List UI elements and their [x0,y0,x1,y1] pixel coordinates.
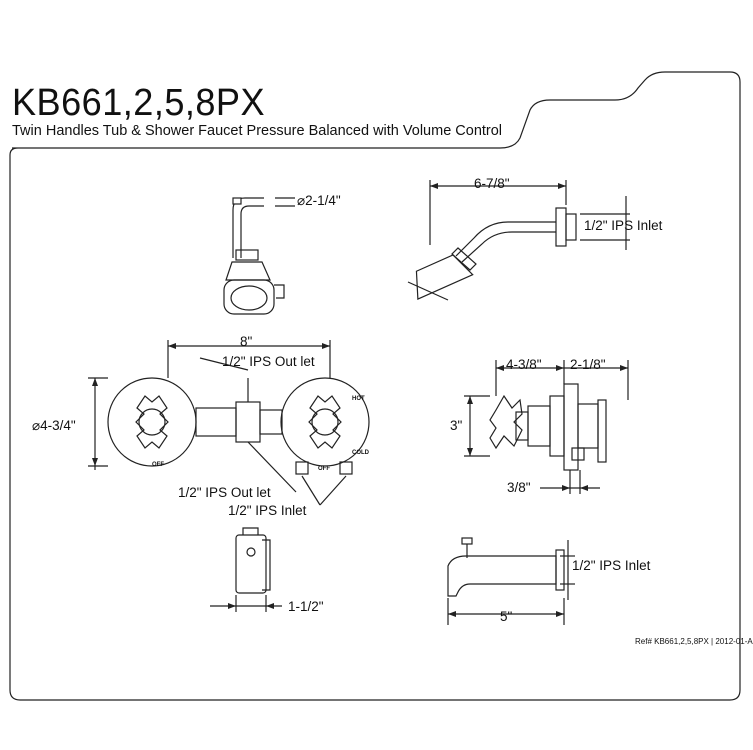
center-spacing-label: 8" [240,334,253,349]
ips-inlet-valve-label: 1/2" IPS Inlet [228,503,307,518]
ips-outlet-bottom-label: 1/2" IPS Out let [178,485,271,500]
escutcheon-diameter-label: ⌀4-3/4" [32,418,76,433]
product-description: Twin Handles Tub & Shower Faucet Pressur… [12,123,503,139]
tub-spout-view [447,537,565,597]
showerhead-diameter-label: ⌀2-1/4" [297,193,341,208]
shower-inlet-label: 1/2" IPS Inlet [584,218,663,233]
ips-outlet-top-label: 1/2" IPS Out let [222,354,315,369]
reference-code: Ref# KB661,2,5,8PX | 2012-01-A [635,637,753,646]
model-number: KB661,2,5,8PX [12,82,266,124]
min-wall-label: 3/8" [507,480,531,495]
sheet-border [9,71,741,701]
left-handle-off: OFF [152,462,164,468]
valve-front-view [107,377,370,475]
shower-arm-side-view [407,207,577,301]
handle-height-label: 3" [450,418,463,433]
valve-side-view [489,383,607,471]
body-depth-label: 2-1/8" [570,357,606,372]
right-handle-hot: HOT [352,396,365,402]
diverter-view [235,527,271,594]
dimension-arrows [92,183,628,617]
right-handle-cold: COLD [352,450,369,456]
spout-length-label: 5" [500,609,513,624]
right-handle-off: OFF [318,466,330,472]
showerhead-front-view [223,197,285,315]
diverter-projection-label: 1-1/2" [288,599,324,614]
spout-inlet-label: 1/2" IPS Inlet [572,558,651,573]
arm-length-label: 6-7/8" [474,176,510,191]
handle-depth-label: 4-3/8" [506,357,542,372]
